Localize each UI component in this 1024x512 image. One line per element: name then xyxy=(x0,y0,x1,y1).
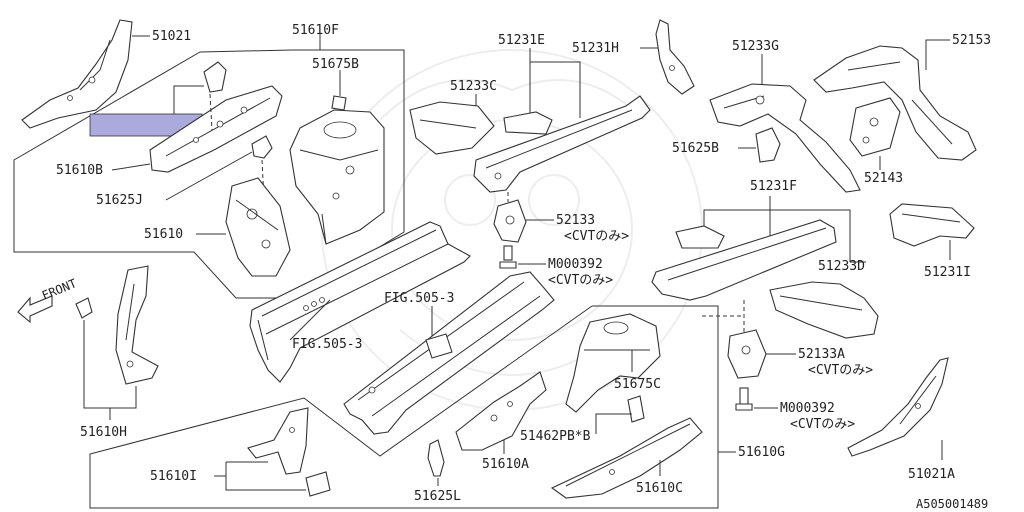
label-52153: 52153 xyxy=(952,33,991,48)
label-52133A: 52133A xyxy=(798,347,845,362)
part-51675B[interactable] xyxy=(289,109,385,245)
part-bolt-m000392-a[interactable] xyxy=(499,245,517,269)
part-rail-fig505-3-left[interactable] xyxy=(249,221,471,383)
note-52133A: <CVTのみ> xyxy=(808,363,873,378)
part-51610H-bracket[interactable] xyxy=(75,297,93,319)
part-51625B[interactable] xyxy=(755,127,781,163)
label-51610G: 51610G xyxy=(738,445,785,460)
label-m000392-a: M000392 xyxy=(548,257,603,272)
part-51610B[interactable] xyxy=(149,85,283,173)
note-m000392-b: <CVTのみ> xyxy=(790,417,855,432)
label-51610I: 51610I xyxy=(150,469,197,484)
part-52133[interactable] xyxy=(493,199,527,243)
label-51610: 51610 xyxy=(144,227,183,242)
label-51231E: 51231E xyxy=(498,33,545,48)
label-51625L: 51625L xyxy=(414,489,461,504)
label-51021: 51021 xyxy=(152,29,191,44)
part-51233C[interactable] xyxy=(409,101,495,155)
part-51610I-upper[interactable] xyxy=(247,407,309,475)
part-51231H[interactable] xyxy=(655,19,695,95)
label-51231I: 51231I xyxy=(924,265,971,280)
label-m000392-b: M000392 xyxy=(780,401,835,416)
label-51610C: 51610C xyxy=(636,481,683,496)
part-51675C[interactable] xyxy=(565,313,661,413)
label-51231H: 51231H xyxy=(572,41,619,56)
part-51021[interactable] xyxy=(21,19,133,129)
label-52143: 52143 xyxy=(864,171,903,186)
part-51231E-bracket[interactable] xyxy=(503,111,553,135)
front-label: FRONT xyxy=(40,276,79,303)
part-51231F[interactable] xyxy=(651,219,837,301)
part-51610H[interactable] xyxy=(115,265,159,385)
label-52133: 52133 xyxy=(556,213,595,228)
part-52153[interactable] xyxy=(813,45,977,161)
part-52133A[interactable] xyxy=(727,329,767,379)
part-51462PB-B[interactable] xyxy=(627,395,645,423)
label-51675C: 51675C xyxy=(614,377,661,392)
note-52133: <CVTのみ> xyxy=(564,229,629,244)
note-m000392-a: <CVTのみ> xyxy=(548,273,613,288)
label-51231F: 51231F xyxy=(750,179,797,194)
part-51610A[interactable] xyxy=(455,371,547,451)
drawing-id: A505001489 xyxy=(916,497,988,511)
part-51231F-bracket[interactable] xyxy=(675,225,725,249)
label-51675B: 51675B xyxy=(312,57,359,72)
part-bracket-51610B[interactable] xyxy=(203,61,227,93)
label-51610B: 51610B xyxy=(56,163,103,178)
part-52143[interactable] xyxy=(849,97,901,157)
part-51021A[interactable] xyxy=(847,357,949,457)
label-51610H: 51610H xyxy=(80,425,127,440)
part-51233G[interactable] xyxy=(709,83,861,193)
part-51231E[interactable] xyxy=(473,95,651,193)
label-fig505-3-a: FIG.505-3 xyxy=(292,337,362,352)
part-rail-fig505-3-center[interactable] xyxy=(343,271,555,435)
part-51610I-lower[interactable] xyxy=(305,471,331,497)
label-51625J: 51625J xyxy=(96,193,143,208)
part-51625L[interactable] xyxy=(427,439,445,477)
label-51610F: 51610F xyxy=(292,23,339,38)
part-51231I[interactable] xyxy=(889,203,975,247)
group-outline-51610F xyxy=(13,49,405,299)
label-fig505-3-b: FIG.505-3 xyxy=(384,291,454,306)
part-51610C[interactable] xyxy=(550,417,703,499)
part-51625J[interactable] xyxy=(251,135,273,159)
label-51462PB-B: 51462PB*B xyxy=(520,429,591,444)
front-arrow xyxy=(17,295,53,324)
label-51625B: 51625B xyxy=(672,141,719,156)
label-51233C: 51233C xyxy=(450,79,497,94)
part-51233D[interactable] xyxy=(769,281,879,339)
label-51610A: 51610A xyxy=(482,457,529,472)
label-51021A: 51021A xyxy=(908,467,955,482)
part-bolt-m000392-b[interactable] xyxy=(735,387,753,411)
label-51233G: 51233G xyxy=(732,39,779,54)
group-outline-51610G xyxy=(89,305,719,509)
part-51610[interactable] xyxy=(225,177,291,277)
label-51233D: 51233D xyxy=(818,259,865,274)
